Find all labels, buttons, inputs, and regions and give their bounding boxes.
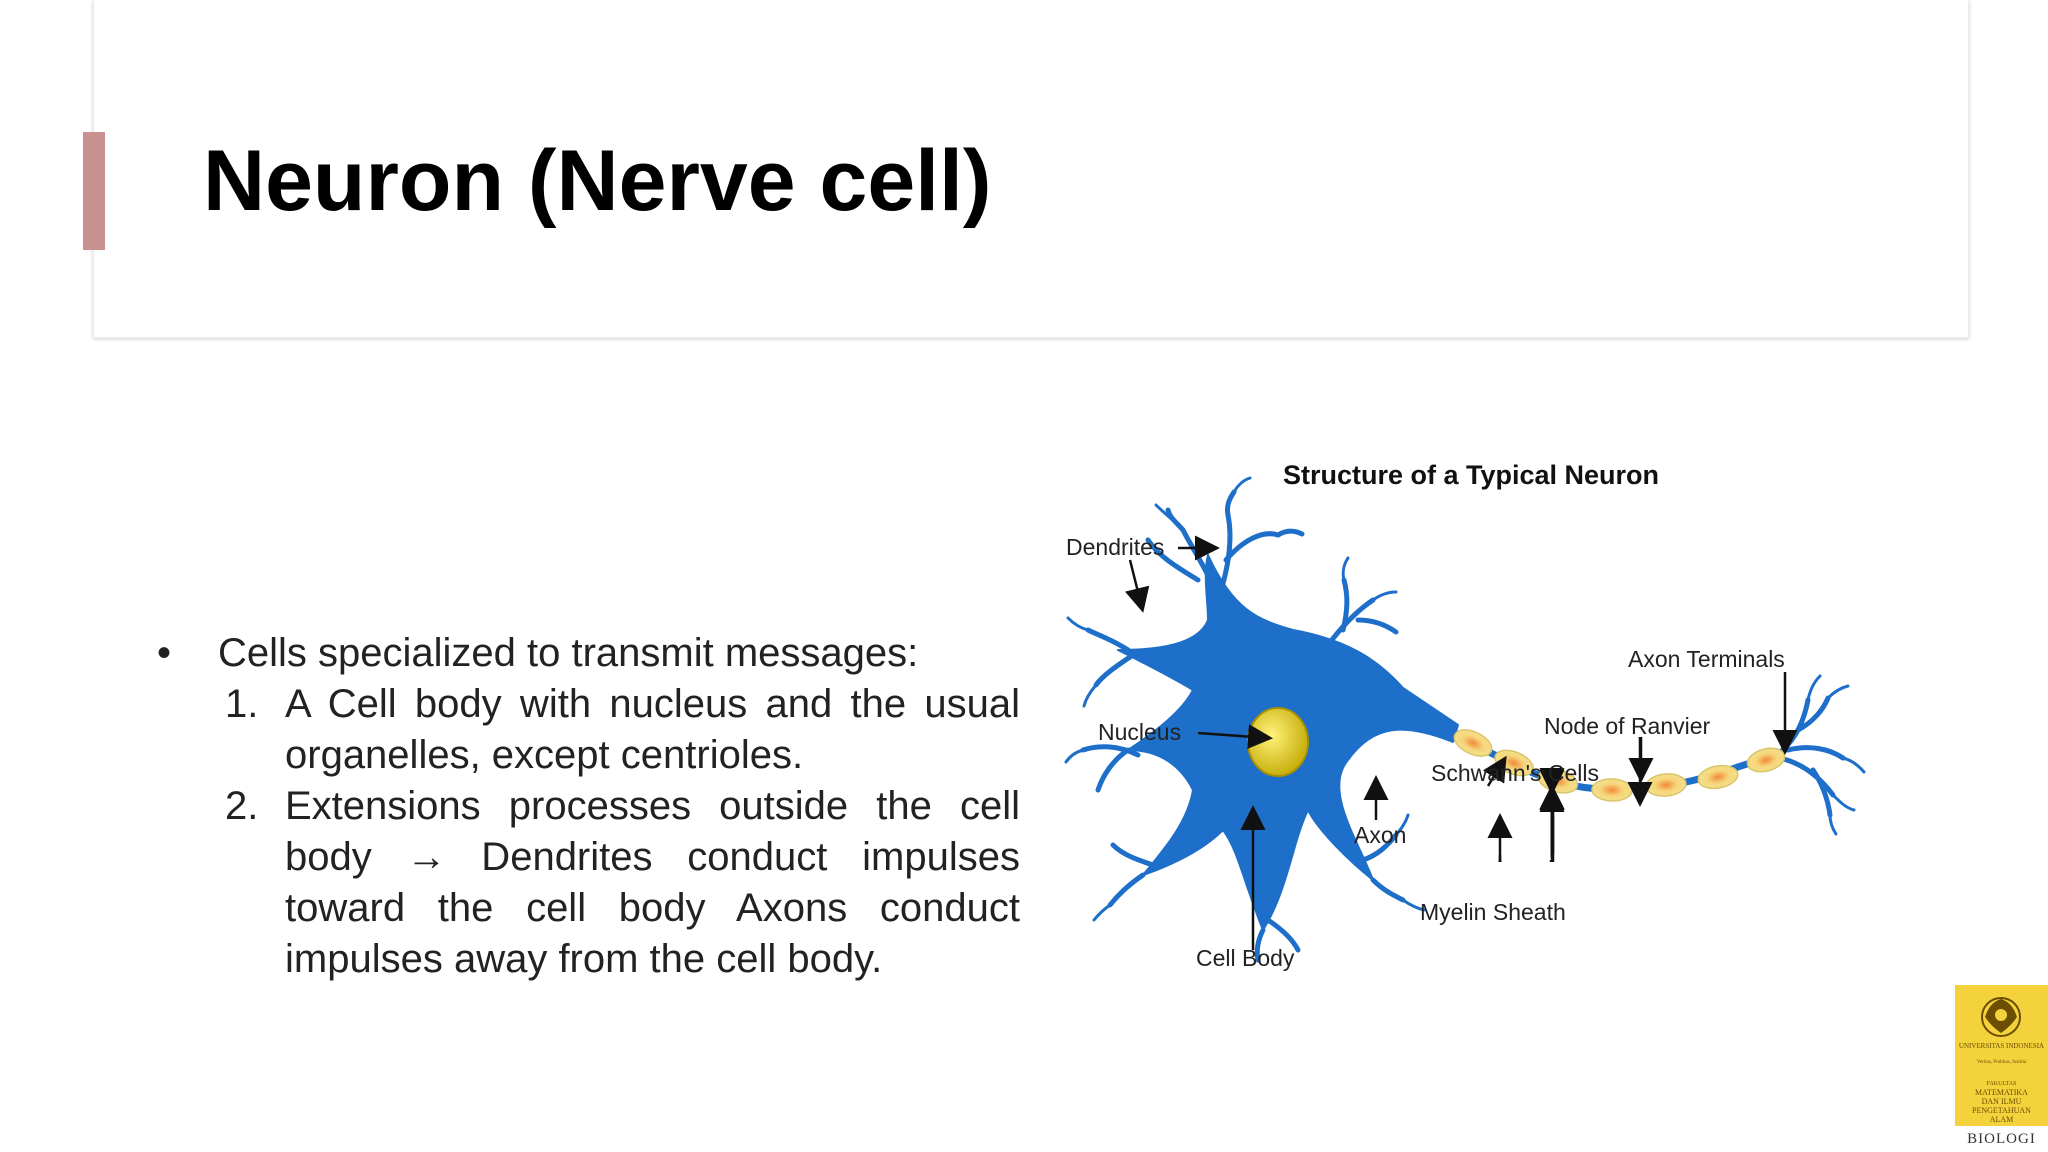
item-text: Extensions processes outside the cell bo… [285, 784, 1020, 981]
label-axon-terminals: Axon Terminals [1628, 646, 1785, 672]
numbered-item: 1. A Cell body with nucleus and the usua… [225, 679, 1020, 781]
diagram-title: Structure of a Typical Neuron [1283, 460, 1659, 490]
nucleus-shape [1247, 707, 1309, 777]
logo-university: UNIVERSITAS INDONESIA [1958, 1042, 2045, 1050]
logo-department: BIOLOGI [1955, 1126, 2048, 1152]
label-dendrites: Dendrites [1066, 534, 1164, 560]
label-axon: Axon [1354, 822, 1406, 848]
university-logo: UNIVERSITAS INDONESIA Veritas, Probitas,… [1955, 985, 2048, 1152]
logo-faculty-4: PENGETAHUAN [1972, 1106, 2031, 1115]
title-accent-bar [83, 132, 105, 250]
neuron-illustration [1064, 476, 1866, 963]
slide-body: • Cells specialized to transmit messages… [150, 628, 1020, 985]
title-card [93, 0, 1969, 338]
numbered-list: 1. A Cell body with nucleus and the usua… [150, 679, 1020, 985]
bullet-marker: • [157, 631, 172, 675]
label-cell-body: Cell Body [1196, 945, 1295, 971]
logo-motto: Veritas, Probitas, Iustitia [1976, 1060, 2027, 1065]
bullet-text: Cells specialized to transmit messages: [218, 631, 919, 675]
item-number: 1. [225, 682, 259, 726]
slide-title: Neuron (Nerve cell) [203, 133, 992, 229]
logo-faculty-5: ALAM [1989, 1115, 2014, 1124]
label-arrows-2 [1498, 855, 1553, 862]
label-schwann-cells: Schwann's Cells [1431, 760, 1599, 786]
logo-faculty-1: FAKULTAS [1986, 1081, 2017, 1087]
label-myelin-sheath: Myelin Sheath [1420, 899, 1566, 925]
item-number: 2. [225, 784, 259, 828]
neuron-diagram: Structure of a Typical Neuron [1064, 460, 1866, 971]
item-text: A Cell body with nucleus and the usual o… [285, 682, 1020, 777]
label-node-of-ranvier: Node of Ranvier [1544, 713, 1711, 739]
label-nucleus: Nucleus [1098, 719, 1181, 745]
logo-faculty-3: DAN ILMU [1981, 1097, 2022, 1106]
numbered-item: 2. Extensions processes outside the cell… [225, 781, 1020, 985]
logo-faculty-2: MATEMATIKA [1975, 1088, 2028, 1097]
makara-emblem-icon [1981, 997, 2021, 1037]
bullet-item: • Cells specialized to transmit messages… [150, 628, 1020, 679]
